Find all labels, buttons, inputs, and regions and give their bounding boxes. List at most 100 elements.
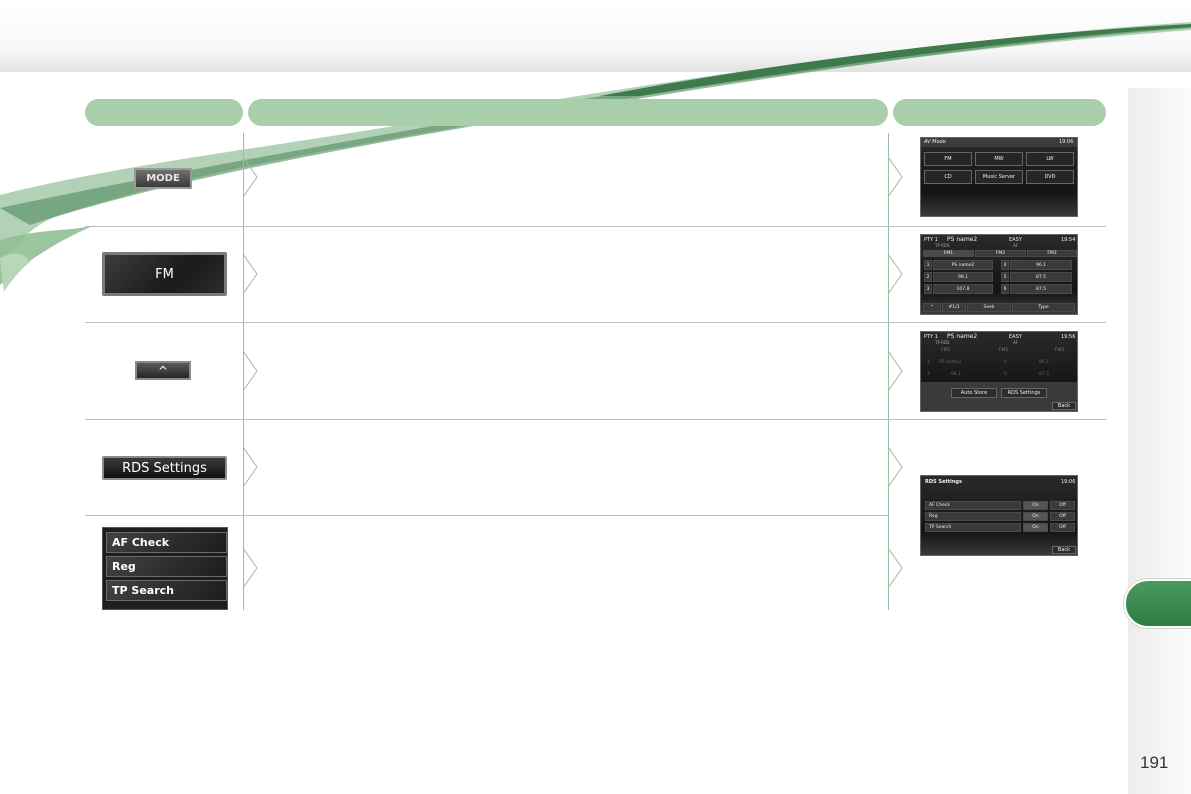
row-divider	[85, 322, 1106, 323]
preset-name: 107.8	[933, 284, 993, 294]
tab-fm2: FM2	[975, 250, 1026, 257]
column-divider-left	[243, 133, 244, 610]
rds-row-label: Reg	[925, 512, 1021, 521]
up-button: ^	[923, 303, 941, 312]
av-mode-screen: AV Mode 19:06 FM MW LW CD Music Server D…	[920, 137, 1078, 217]
pty-label: PTY 1	[924, 334, 938, 340]
preset-num: 1	[927, 360, 930, 365]
screen-button-mw: MW	[975, 152, 1023, 166]
preset-name: 87.5	[1010, 272, 1072, 282]
rds-settings-screen: RDS Settings 19:06 AF Check On Off Reg O…	[920, 475, 1078, 556]
mode-button[interactable]: MODE	[134, 168, 192, 189]
chevron-right-icon	[243, 157, 258, 197]
af-label: AF	[1013, 340, 1019, 345]
chevron-right-icon	[888, 254, 903, 294]
tab-fm3: FM3	[1027, 250, 1077, 257]
screen-button-fm: FM	[924, 152, 972, 166]
fm-button[interactable]: FM	[102, 252, 227, 296]
preset-name: PS name2	[933, 260, 993, 270]
preset-num: 4	[1004, 360, 1007, 365]
fm-screen: PTY 1 PS name2 EASY 19:54 TP RDS AF FM1 …	[920, 234, 1078, 315]
tab-fm2: FM2	[999, 348, 1009, 353]
header-pill-screen	[893, 99, 1106, 126]
preset-name: 98.1	[951, 372, 962, 377]
chevron-right-icon	[888, 548, 903, 588]
tab-fm3: FM3	[1055, 348, 1065, 353]
station-name: PS name2	[947, 333, 978, 340]
screen-button-dvd: DVD	[1026, 170, 1074, 184]
seek-button: Seek	[967, 303, 1011, 312]
rds-row-on: On	[1023, 523, 1048, 532]
preset-name: 96.1	[1010, 260, 1072, 270]
preset-num: 1	[924, 260, 932, 270]
rds-row-off: Off	[1050, 512, 1075, 521]
preset-name: PS name2	[939, 360, 962, 365]
rds-row-on: On	[1023, 501, 1048, 510]
preset-num: 5	[1001, 272, 1009, 282]
tab-fm1: FM1	[923, 250, 974, 257]
screen-time: 19:54	[1061, 237, 1076, 243]
reg-option[interactable]: Reg	[106, 556, 227, 577]
row-divider	[85, 226, 1106, 227]
chevron-right-icon	[888, 157, 903, 197]
rds-settings-button[interactable]: RDS Settings	[102, 456, 227, 480]
preset-num: 5	[1004, 372, 1007, 377]
rds-row-off: Off	[1050, 501, 1075, 510]
chevron-right-icon	[243, 351, 258, 391]
screen-title: AV Mode	[924, 139, 946, 145]
header-pill-button	[85, 99, 243, 126]
rds-row-label: TP Search	[925, 523, 1021, 532]
fm-menu-screen: PTY 1 PS name2 EASY 19:56 TP RDS AF FM1 …	[920, 331, 1078, 412]
preset-name: 96.1	[1039, 360, 1050, 365]
tp-rds-label: TP RDS	[935, 243, 950, 248]
screen-button-cd: CD	[924, 170, 972, 184]
right-margin-bar	[1128, 88, 1191, 794]
screen-button-music-server: Music Server	[975, 170, 1023, 184]
chapter-tab	[1124, 579, 1191, 628]
easy-label: EASY	[1009, 334, 1022, 340]
page-number: 191	[1140, 753, 1169, 772]
rds-settings-screen-button: RDS Settings	[1001, 388, 1047, 398]
column-divider-right	[888, 133, 889, 610]
easy-label: EASY	[1009, 237, 1022, 243]
top-band	[0, 0, 1191, 72]
preset-name: 87.5	[1010, 284, 1072, 294]
preset-num: 3	[924, 284, 932, 294]
af-check-option[interactable]: AF Check	[106, 532, 227, 553]
decorative-swoosh	[0, 22, 1191, 292]
screen-title: RDS Settings	[925, 479, 962, 485]
tab-fm1: FM1	[941, 348, 951, 353]
rds-row-on: On	[1023, 512, 1048, 521]
row-divider	[85, 515, 889, 516]
up-arrow-button[interactable]: ^	[135, 361, 191, 380]
tp-rds-label: TP RDS	[935, 340, 950, 345]
chevron-right-icon	[243, 254, 258, 294]
rds-row-off: Off	[1050, 523, 1075, 532]
preset-num: 2	[924, 272, 932, 282]
preset-name: 87.5	[1039, 372, 1050, 377]
screen-time: 19:56	[1061, 334, 1076, 340]
screen-time: 19:06	[1059, 139, 1074, 145]
row-divider	[85, 419, 1106, 420]
auto-store-button: Auto Store	[951, 388, 997, 398]
preset-page: #1/3	[942, 303, 966, 312]
pty-label: PTY 1	[924, 237, 938, 243]
back-button: Back	[1052, 402, 1076, 410]
back-button: Back	[1052, 546, 1076, 554]
preset-num: 2	[927, 372, 930, 377]
chevron-right-icon	[888, 447, 903, 487]
screen-time: 19:06	[1061, 479, 1076, 485]
type-button: Type	[1012, 303, 1075, 312]
af-label: AF	[1013, 243, 1019, 248]
preset-num: 4	[1001, 260, 1009, 270]
tp-search-option[interactable]: TP Search	[106, 580, 227, 601]
chevron-right-icon	[243, 447, 258, 487]
preset-name: 98.1	[933, 272, 993, 282]
rds-options-list: AF Check Reg TP Search	[102, 527, 228, 610]
station-name: PS name2	[947, 236, 978, 243]
header-pill-description	[248, 99, 888, 126]
preset-num: 6	[1001, 284, 1009, 294]
screen-button-lw: LW	[1026, 152, 1074, 166]
chevron-right-icon	[243, 548, 258, 588]
chevron-right-icon	[888, 351, 903, 391]
